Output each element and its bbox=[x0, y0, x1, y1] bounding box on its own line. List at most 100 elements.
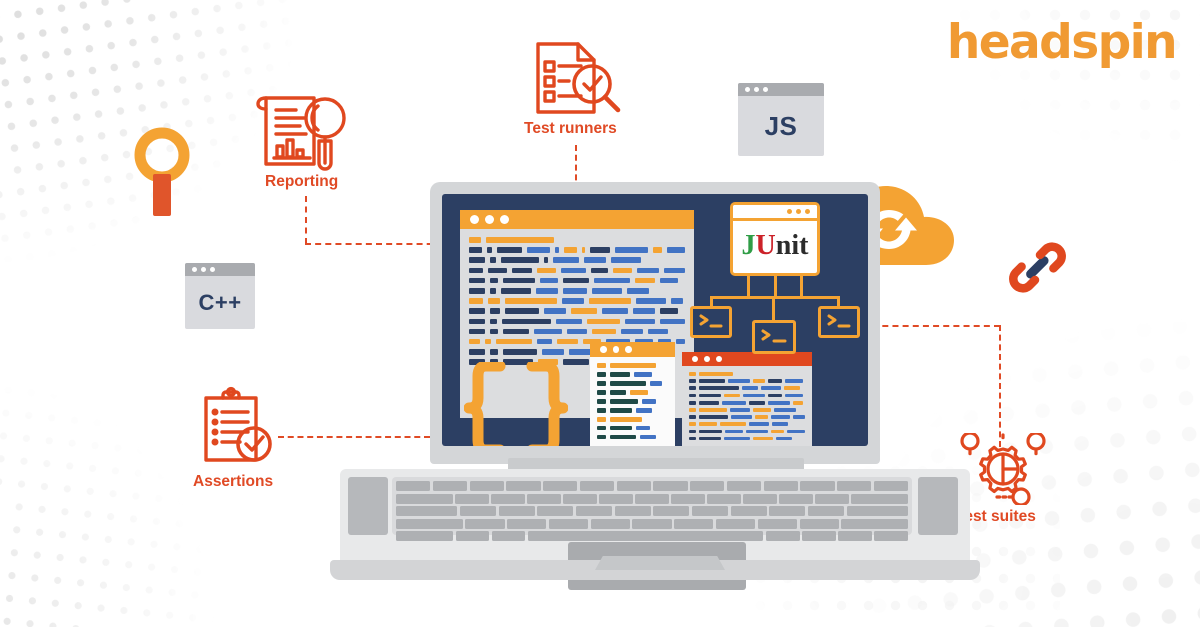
key bbox=[548, 518, 589, 529]
code-token bbox=[689, 429, 696, 434]
code-line bbox=[597, 371, 668, 377]
code-token bbox=[582, 247, 586, 253]
magnifying-glass-icon bbox=[133, 126, 191, 223]
key bbox=[873, 481, 908, 491]
code-token bbox=[720, 422, 746, 427]
code-token bbox=[563, 359, 589, 365]
code-token bbox=[555, 247, 559, 253]
code-line bbox=[469, 287, 685, 294]
code-token bbox=[664, 267, 685, 274]
keyboard-row bbox=[396, 506, 908, 516]
code-token bbox=[724, 393, 740, 398]
key bbox=[838, 531, 872, 541]
junit-node-connector bbox=[837, 296, 840, 308]
key bbox=[469, 481, 504, 491]
key bbox=[432, 481, 467, 491]
junit-letters-nit: nit bbox=[775, 229, 809, 261]
code-token bbox=[754, 415, 769, 419]
code-token bbox=[610, 380, 646, 386]
code-token bbox=[660, 277, 678, 284]
code-line bbox=[597, 389, 668, 395]
code-token bbox=[634, 371, 652, 377]
key bbox=[507, 518, 547, 529]
link-icon bbox=[1005, 235, 1069, 304]
code-token bbox=[689, 393, 696, 398]
code-token bbox=[501, 257, 539, 263]
main-code-window[interactable] bbox=[460, 210, 694, 418]
key bbox=[653, 506, 690, 516]
key bbox=[837, 481, 872, 491]
code-token bbox=[699, 400, 719, 405]
code-token bbox=[648, 328, 668, 335]
code-token bbox=[610, 389, 626, 395]
code-token bbox=[505, 308, 539, 314]
code-token bbox=[653, 247, 662, 253]
window-dot bbox=[763, 87, 768, 92]
code-token bbox=[633, 308, 655, 314]
window-dot bbox=[716, 356, 722, 362]
code-token bbox=[597, 407, 606, 413]
key bbox=[730, 506, 767, 516]
window-dot bbox=[692, 356, 698, 362]
code-token bbox=[610, 425, 632, 431]
code-token bbox=[486, 237, 554, 243]
code-token bbox=[793, 400, 803, 405]
code-token bbox=[771, 415, 791, 419]
code-token bbox=[689, 372, 696, 376]
junit-letter-u: U bbox=[755, 229, 776, 261]
window-dot bbox=[795, 208, 801, 215]
key bbox=[691, 506, 729, 516]
keyboard-row bbox=[396, 481, 908, 491]
tertiary-code-window[interactable] bbox=[682, 352, 812, 446]
spacebar-key bbox=[527, 531, 764, 541]
window-dot bbox=[745, 87, 750, 92]
label-test-runners: Test runners bbox=[524, 120, 617, 137]
code-token bbox=[636, 298, 666, 304]
code-token bbox=[610, 407, 632, 413]
code-token bbox=[503, 359, 533, 365]
key bbox=[396, 506, 458, 516]
code-line bbox=[469, 308, 685, 314]
code-token bbox=[527, 247, 551, 253]
window-titlebar bbox=[733, 205, 817, 221]
code-token bbox=[597, 425, 606, 431]
code-token bbox=[749, 400, 765, 405]
code-lines bbox=[590, 357, 675, 446]
laptop-hinge bbox=[508, 458, 804, 472]
key bbox=[846, 506, 908, 516]
code-line bbox=[689, 422, 805, 427]
code-token bbox=[567, 328, 587, 335]
key bbox=[396, 518, 463, 529]
key bbox=[527, 493, 561, 504]
code-line bbox=[469, 328, 685, 335]
code-line bbox=[469, 318, 685, 325]
secondary-code-window[interactable] bbox=[590, 342, 675, 446]
code-token bbox=[689, 386, 696, 391]
code-token bbox=[761, 386, 781, 391]
key bbox=[616, 481, 651, 491]
code-line bbox=[689, 372, 805, 376]
code-token bbox=[469, 328, 485, 335]
code-token bbox=[597, 389, 606, 395]
code-token bbox=[505, 298, 557, 304]
key bbox=[807, 506, 845, 516]
connector-reporting-vertical bbox=[305, 196, 307, 244]
code-lines bbox=[460, 229, 694, 378]
code-token bbox=[469, 277, 485, 284]
code-token bbox=[699, 393, 721, 398]
code-token bbox=[675, 338, 685, 345]
code-token bbox=[569, 349, 601, 355]
code-token bbox=[689, 400, 696, 405]
code-token bbox=[490, 287, 496, 294]
window-titlebar bbox=[590, 342, 675, 357]
key bbox=[396, 481, 431, 491]
code-line bbox=[689, 379, 805, 383]
code-token bbox=[787, 429, 806, 434]
code-token bbox=[610, 416, 642, 422]
code-token bbox=[699, 407, 727, 412]
code-line bbox=[469, 277, 685, 284]
key bbox=[674, 518, 714, 529]
